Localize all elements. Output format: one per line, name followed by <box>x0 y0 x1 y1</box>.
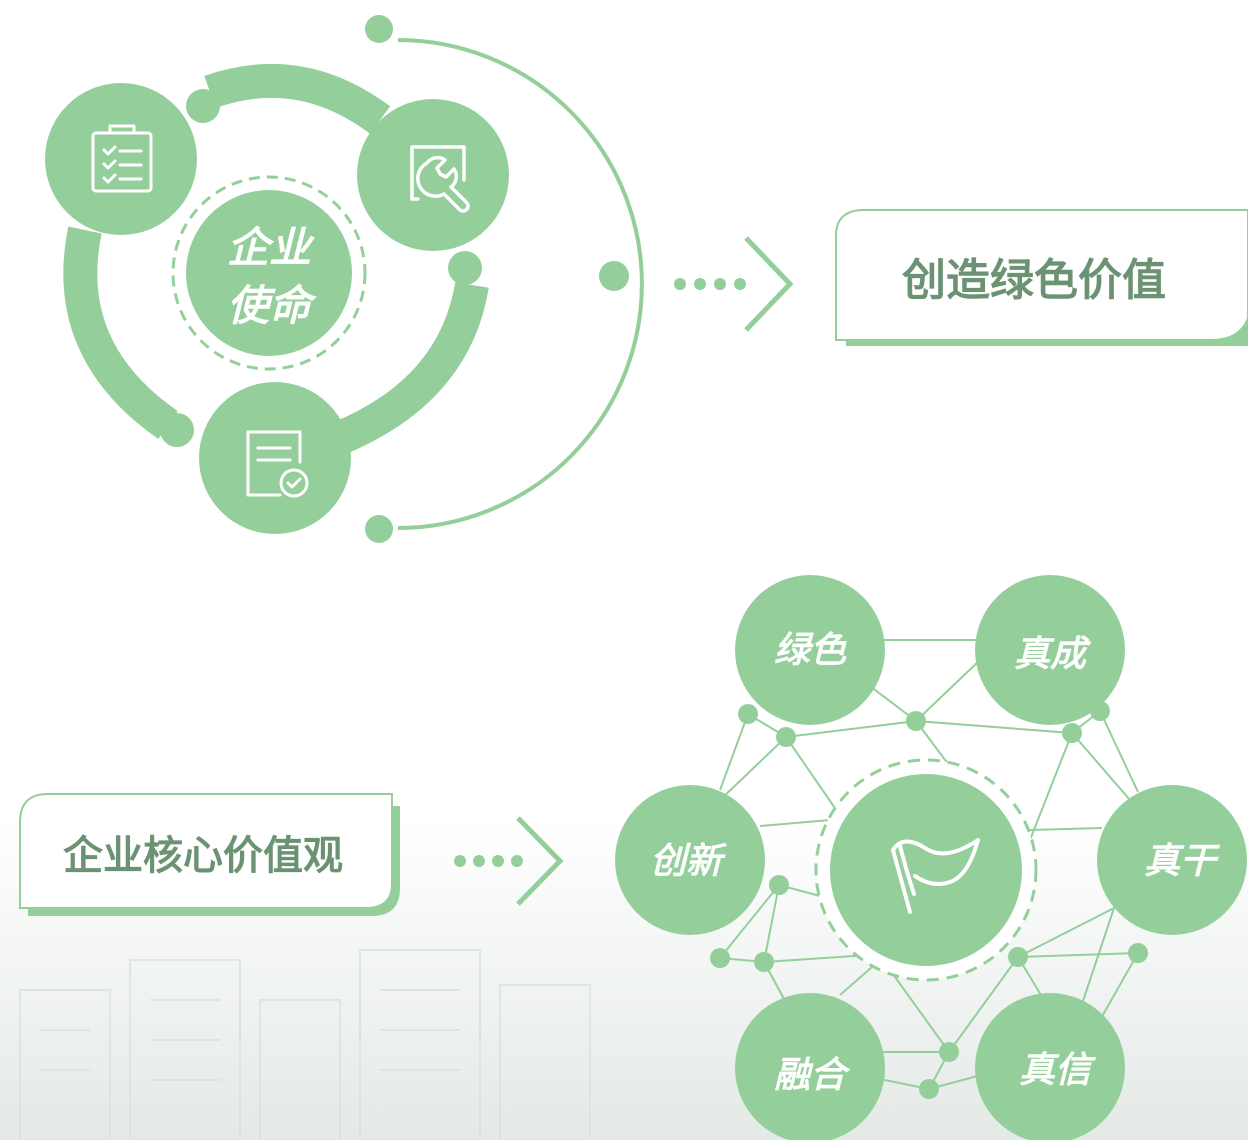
network-dots <box>710 701 1148 1099</box>
ring-dot-lower <box>160 413 194 447</box>
values-box: 企业核心价值观 <box>19 793 400 916</box>
value-node-3: 真干 <box>1097 785 1247 935</box>
document-check-icon <box>246 430 309 498</box>
clipboard-checklist-icon <box>91 124 153 193</box>
mission-result-box: 创造绿色价值 <box>835 209 1248 346</box>
search-wrench-icon <box>410 145 470 213</box>
ring-dot-upper <box>186 89 220 123</box>
value-node-6: 创新 <box>615 785 765 935</box>
mission-arrow <box>674 236 794 332</box>
values-arrow <box>454 816 564 906</box>
flag-icon <box>891 838 980 914</box>
svg-text:真干: 真干 <box>1144 841 1221 882</box>
mission-outer-arc <box>397 38 644 530</box>
mission-ring-group: 企业 使命 <box>45 15 644 543</box>
value-node-5: 融合 <box>735 993 885 1140</box>
svg-text:融合: 融合 <box>774 1055 851 1096</box>
arc-dot-top <box>365 15 393 43</box>
mission-center-circle <box>186 190 352 356</box>
mission-center-line2: 使命 <box>227 281 317 330</box>
arc-dot-middle <box>599 261 629 291</box>
ring-dot-right <box>448 251 482 285</box>
ring-segment-left <box>63 226 178 439</box>
values-center-circle <box>830 774 1022 966</box>
values-box-label: 企业核心价值观 <box>63 833 343 879</box>
wrench-circle <box>357 99 509 251</box>
value-node-2: 真成 <box>975 575 1125 725</box>
svg-text:真成: 真成 <box>1014 634 1091 675</box>
arc-dot-bottom <box>365 515 393 543</box>
value-node-1: 绿色 <box>735 575 885 725</box>
ring-segment-top <box>204 63 391 134</box>
mission-center-line1: 企业 <box>227 223 315 272</box>
clipboard-circle <box>45 83 197 235</box>
mission-center-dashed-ring <box>171 175 367 371</box>
svg-text:绿色: 绿色 <box>774 630 847 671</box>
document-circle <box>199 382 351 534</box>
svg-text:真信: 真信 <box>1019 1050 1096 1091</box>
value-node-4: 真信 <box>975 993 1125 1140</box>
mission-result-label: 创造绿色价值 <box>902 255 1166 306</box>
ring-segment-right <box>333 281 489 454</box>
svg-text:创新: 创新 <box>650 841 728 882</box>
